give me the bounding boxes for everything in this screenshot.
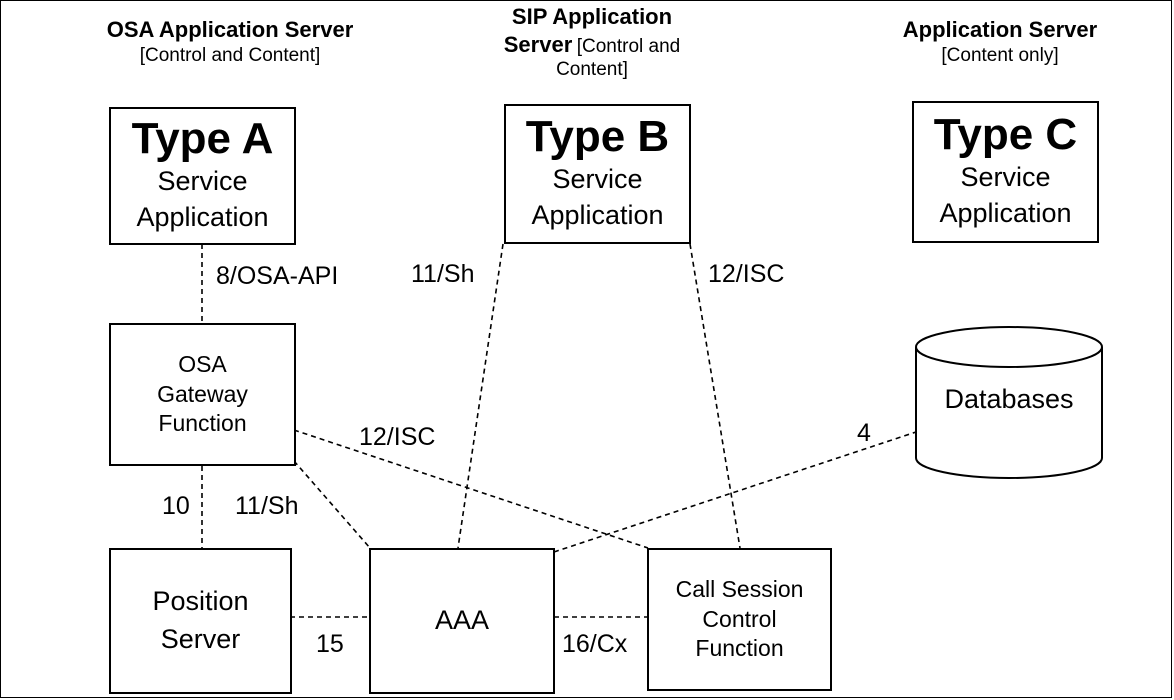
cscf-line2: Control bbox=[702, 605, 777, 632]
link-osagw-aaa bbox=[293, 460, 371, 549]
databases-cylinder bbox=[915, 326, 1103, 479]
type-c-service-application: Type C Service Application bbox=[912, 101, 1099, 243]
link-aaa-databases bbox=[553, 431, 917, 553]
link-typeB-aaa bbox=[457, 243, 504, 549]
header-application-server: Application Server [Content only] bbox=[860, 16, 1140, 67]
label-15: 15 bbox=[316, 630, 344, 658]
header-as-title: Application Server bbox=[902, 17, 1098, 42]
header-sip-subtitle-line3: Content] bbox=[556, 59, 628, 81]
header-sip-title-line1: SIP Application bbox=[511, 4, 673, 29]
header-osa-subtitle: [Control and Content] bbox=[139, 44, 321, 66]
osa-gateway-function: OSA Gateway Function bbox=[109, 323, 296, 466]
link-osagw-cscf bbox=[293, 429, 649, 549]
link-typeB-cscf bbox=[689, 243, 741, 549]
type-c-label: Type C bbox=[933, 110, 1078, 160]
type-a-line1: Service bbox=[157, 165, 248, 196]
type-b-line1: Service bbox=[552, 163, 643, 194]
type-a-line2: Application bbox=[136, 202, 269, 233]
header-osa-application-server: OSA Application Server [Control and Cont… bbox=[60, 16, 400, 67]
type-a-label: Type A bbox=[131, 114, 274, 164]
osa-gw-line3: Function bbox=[158, 410, 247, 437]
type-a-service-application: Type A Service Application bbox=[109, 107, 296, 245]
osa-gw-line2: Gateway bbox=[157, 380, 248, 407]
label-10: 10 bbox=[162, 492, 190, 520]
header-sip-application-server: SIP Application Server [Control and Cont… bbox=[470, 3, 714, 82]
type-c-line1: Service bbox=[960, 161, 1051, 192]
label-8-osa-api: 8/OSA-API bbox=[216, 262, 339, 290]
aaa-label: AAA bbox=[434, 605, 490, 636]
osa-gw-line1: OSA bbox=[178, 350, 227, 377]
position-server: Position Server bbox=[109, 548, 292, 694]
label-4-databases: 4 bbox=[857, 419, 871, 447]
label-16-cx: 16/Cx bbox=[562, 630, 628, 658]
position-line1: Position bbox=[152, 586, 249, 617]
label-11-sh-typeB: 11/Sh bbox=[411, 260, 475, 288]
aaa-server: AAA bbox=[369, 548, 555, 694]
header-osa-title: OSA Application Server bbox=[106, 17, 354, 42]
type-b-label: Type B bbox=[525, 112, 670, 162]
cscf-line1: Call Session bbox=[675, 575, 804, 602]
databases-label: Databases bbox=[944, 384, 1074, 414]
type-c-line2: Application bbox=[939, 198, 1072, 229]
header-sip-subtitle-inline: [Control and bbox=[576, 35, 681, 57]
header-as-subtitle: [Content only] bbox=[941, 44, 1059, 66]
cscf-line3: Function bbox=[695, 635, 784, 662]
label-12-isc-gateway: 12/ISC bbox=[359, 423, 436, 451]
position-line2: Server bbox=[160, 624, 241, 654]
type-b-line2: Application bbox=[531, 200, 664, 231]
header-sip-title-line2: Server bbox=[503, 31, 573, 57]
call-session-control-function: Call Session Control Function bbox=[647, 548, 832, 691]
label-11-sh-gateway: 11/Sh bbox=[235, 492, 299, 520]
label-12-isc-typeB: 12/ISC bbox=[708, 260, 785, 288]
type-b-service-application: Type B Service Application bbox=[504, 104, 691, 244]
